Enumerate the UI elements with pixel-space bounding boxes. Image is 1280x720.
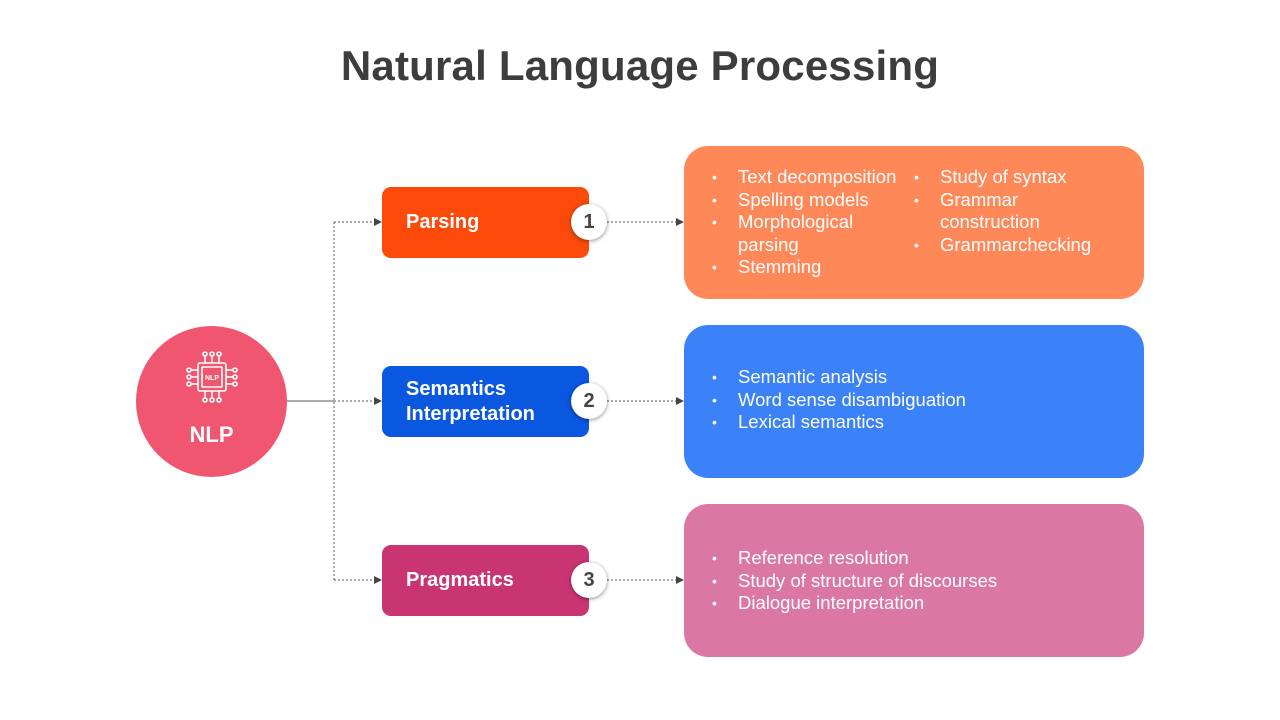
bullet-list-column-1: Text decomposition Spelling models Morph… xyxy=(712,166,914,279)
list-item: Reference resolution xyxy=(712,547,1116,570)
list-item: Word sense disambiguation xyxy=(712,389,1116,412)
list-item: Study of syntax xyxy=(914,166,1116,189)
category-parsing: Parsing xyxy=(382,187,589,258)
list-item: Morphological parsing xyxy=(712,211,914,256)
list-item: Text decomposition xyxy=(712,166,914,189)
list-item: Dialogue interpretation xyxy=(712,592,1116,615)
list-item: Grammar construction xyxy=(914,189,1116,234)
nlp-chip-icon: NLP xyxy=(186,351,238,403)
panel-pragmatics: Reference resolution Study of structure … xyxy=(684,504,1144,657)
category-label: Parsing xyxy=(406,211,480,233)
list-item: Study of structure of discourses xyxy=(712,570,1116,593)
panel-semantics: Semantic analysis Word sense disambiguat… xyxy=(684,325,1144,478)
category-semantics-interpretation: Semantics Interpretation xyxy=(382,366,589,437)
panel-parsing: Text decomposition Spelling models Morph… xyxy=(684,146,1144,299)
list-item: Grammarchecking xyxy=(914,234,1116,257)
step-badge-3: 3 xyxy=(571,562,607,598)
category-label: Pragmatics xyxy=(406,569,514,591)
list-item: Semantic analysis xyxy=(712,366,1116,389)
list-item: Spelling models xyxy=(712,189,914,212)
bullet-list-column-2: Study of syntax Grammar construction Gra… xyxy=(914,166,1116,279)
slide-title: Natural Language Processing xyxy=(340,42,940,89)
list-item: Lexical semantics xyxy=(712,411,1116,434)
bullet-list: Semantic analysis Word sense disambiguat… xyxy=(712,366,1116,434)
list-item: Stemming xyxy=(712,256,914,279)
nlp-root-node: NLP NLP xyxy=(136,326,287,477)
step-badge-1: 1 xyxy=(571,204,607,240)
category-label: Semantics Interpretation xyxy=(406,377,535,425)
nlp-chip-text: NLP xyxy=(205,375,219,382)
step-badge-2: 2 xyxy=(571,383,607,419)
bullet-list: Reference resolution Study of structure … xyxy=(712,547,1116,615)
nlp-root-label: NLP xyxy=(189,422,234,447)
category-pragmatics: Pragmatics xyxy=(382,545,589,616)
